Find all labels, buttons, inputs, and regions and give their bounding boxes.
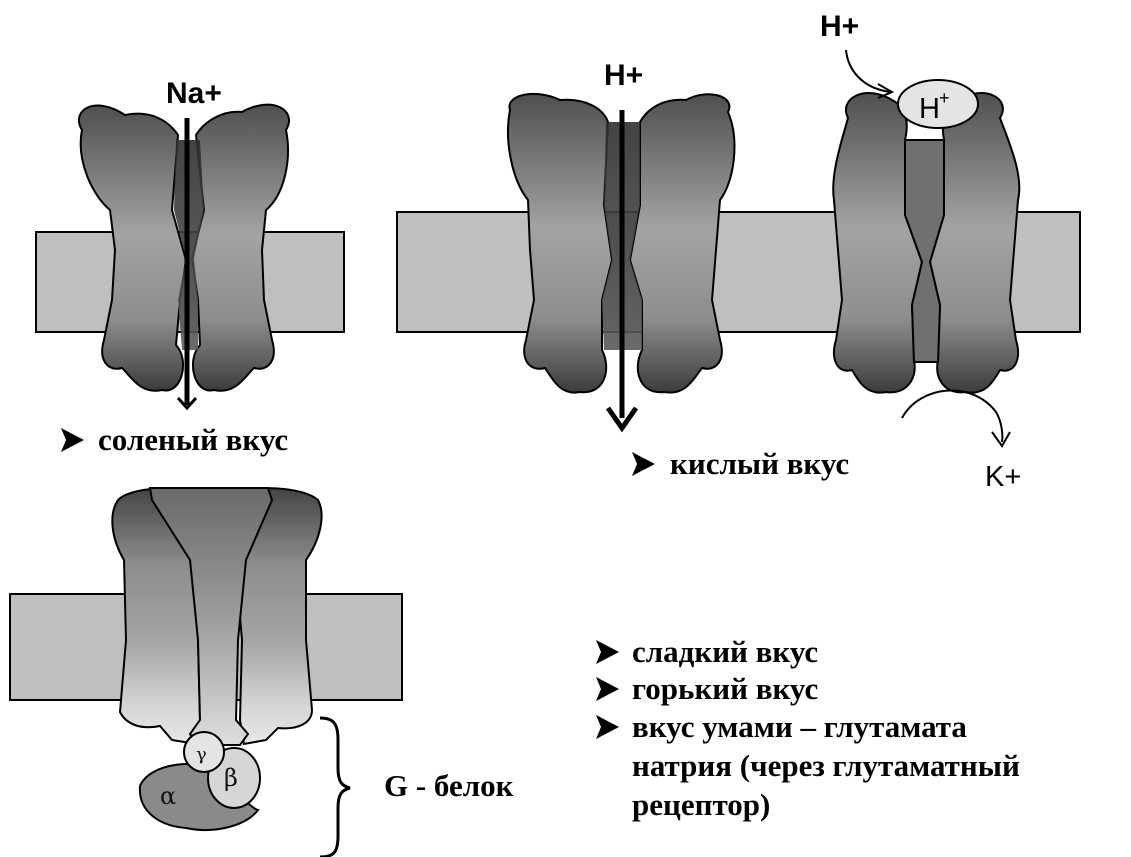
g-protein-gamma-label: γ: [196, 744, 207, 765]
brace-icon: [320, 718, 350, 857]
sour-out-arrow: [902, 390, 1002, 442]
salty-bullet: [61, 428, 84, 452]
sour-bullet: [632, 452, 655, 476]
g-protein-brace: G - белок: [320, 718, 514, 857]
list-bullet-1: [596, 640, 619, 664]
sour-top-ion-label: H+: [820, 10, 859, 43]
sour-channels: H+ H + H+ K+: [397, 10, 1080, 493]
taste-list: сладкий вкус горький вкус вкус умами – г…: [596, 634, 1020, 822]
salty-ion-label: Na+: [166, 77, 222, 110]
list-item-1: сладкий вкус: [632, 634, 818, 669]
sour-k-right-subunit: [930, 93, 1019, 393]
sour-out-arrow-head: [992, 432, 1010, 446]
sour-pore-ion-charge: +: [939, 88, 950, 108]
sour-k-channel: H + H+ K+: [820, 10, 1021, 493]
g-protein-beta-label: β: [224, 764, 238, 792]
gpcr-receptor: [10, 488, 402, 745]
g-protein-alpha-label: α: [160, 782, 176, 810]
list-item-2: горький вкус: [632, 671, 818, 706]
sour-h-channel: H+: [508, 59, 734, 428]
list-item-3-cont2: рецептор): [632, 787, 770, 822]
sour-caption-text: кислый вкус: [670, 446, 849, 481]
salty-caption-text: соленый вкус: [98, 422, 288, 457]
list-bullet-2: [596, 677, 619, 701]
g-protein-label: G - белок: [384, 768, 514, 803]
sour-out-ion-label: K+: [985, 461, 1021, 493]
sour-pore-ion-label: H: [919, 93, 940, 125]
g-protein: α β γ: [140, 732, 260, 830]
list-item-3: вкус умами – глутамата: [632, 709, 967, 744]
sour-in-arrow: [846, 50, 890, 92]
salty-caption: соленый вкус: [61, 422, 288, 457]
list-item-3-cont: натрия (через глутаматный: [632, 748, 1020, 783]
sour-h-ion-label: H+: [604, 59, 643, 92]
sour-k-left-subunit: [833, 93, 922, 393]
sour-caption: кислый вкус: [632, 446, 849, 481]
salty-channel: Na+: [36, 77, 344, 408]
list-bullet-3: [596, 715, 619, 739]
